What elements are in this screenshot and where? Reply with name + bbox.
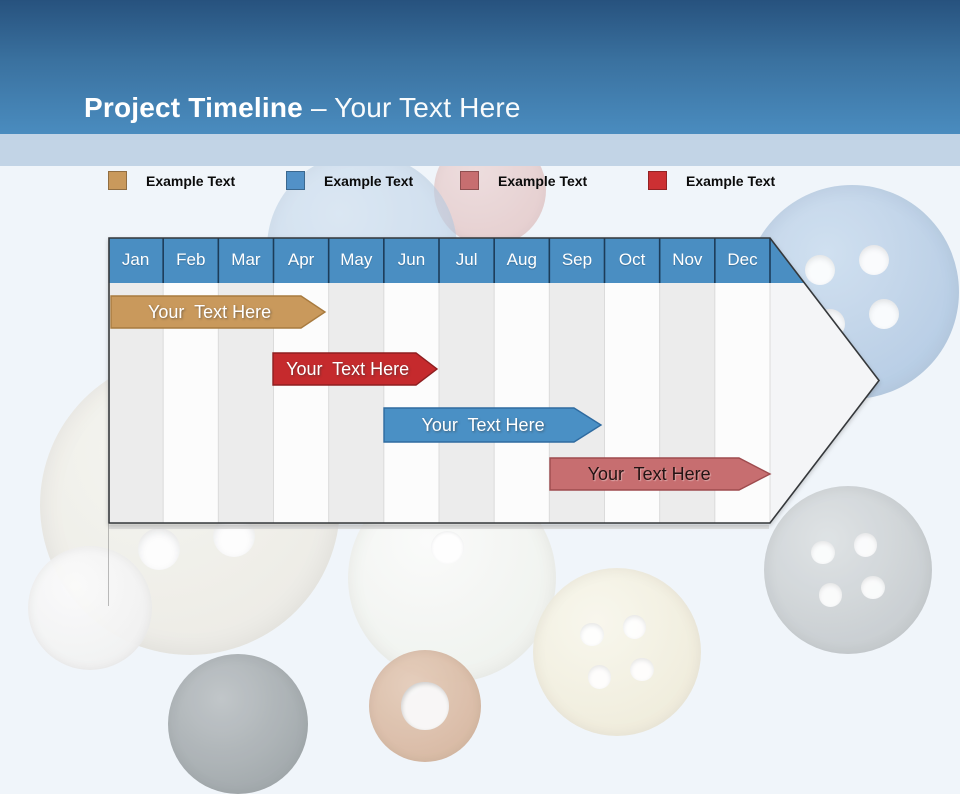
task-bar-1 [110,295,327,329]
button-hole [859,245,890,276]
white-button-far-left-image [28,546,152,670]
month-header-jun: Jun [397,250,426,269]
button-hole [580,622,604,647]
button-hole [811,540,835,565]
button-hole [805,254,836,285]
gray-button-bottom-left-image [168,654,308,794]
cream-button-bottom-image [533,568,701,736]
column-stripe [439,283,495,523]
task-bar-label-2: Your Text Here [286,359,410,379]
slide-title-main: Project Timeline [83,92,311,123]
slide-title: Project Timeline – Your Text Here [68,60,521,124]
month-header-may: May [340,250,373,269]
legend-label: Example Text [498,172,588,189]
month-header-oct: Oct [618,250,646,269]
button-donut-hole [401,682,449,730]
month-header-band [109,238,804,283]
month-header-feb: Feb [176,250,206,269]
button-hole [861,575,885,600]
month-header-sep: Sep [561,250,593,269]
month-header-aug: Aug [506,250,537,269]
task-bar-label-4: Your Text Here [587,464,711,484]
button-hole [622,615,647,639]
legend-label: Example Text [324,172,414,189]
task-bar-2 [272,352,439,386]
task-bar-3 [383,407,603,443]
legend-swatch-2 [286,171,305,190]
month-header-jul: Jul [455,250,478,269]
month-header-nov: Nov [672,250,703,269]
button-hole [587,665,612,689]
legend-swatch-3 [460,171,479,190]
legend-swatch-4 [648,171,667,190]
timeline-outline [108,237,880,524]
month-header-row: Jan Feb Mar Apr May Jun Jul Aug Sep Oct Nov Dec [108,237,770,283]
legend-label: Example Text [686,172,776,189]
button-hole [630,657,654,682]
column-stripe [328,283,384,523]
timeline-chart: Jan Feb Mar Apr May Jun Jul Aug Sep Oct Nov Dec You… [108,237,880,524]
arrow-tip-fill [770,238,879,523]
month-header-apr: Apr [287,250,315,269]
button-hole [138,528,181,571]
task-bar-label-1: Your Text Here [148,302,272,322]
legend-item-2: Example Text [286,171,413,190]
month-header-jan: Jan [121,250,150,269]
month-header-mar: Mar [231,250,261,269]
button-hole [853,533,878,557]
legend-item-4: Example Text [648,171,775,190]
gray-button-image [764,486,932,654]
button-hole [868,299,899,330]
button-hole [818,583,843,607]
legend-item-1: Example Text [108,171,235,190]
button-hole [431,531,465,565]
legend-swatch-1 [108,171,127,190]
slide-title-placeholder: – Your Text Here [310,92,521,123]
subtitle-strip [0,134,960,166]
title-band [0,0,960,134]
task-bar-4 [549,457,772,491]
month-header-dec: Dec [727,250,758,269]
legend-label: Example Text [146,172,236,189]
chart-shadow [109,525,769,529]
legend-item-3: Example Text [460,171,587,190]
reflection-line [108,524,109,606]
tan-donut-button-image [369,650,481,762]
timeline-arrow-shape [108,237,880,524]
task-bar-label-3: Your Text Here [421,415,545,435]
